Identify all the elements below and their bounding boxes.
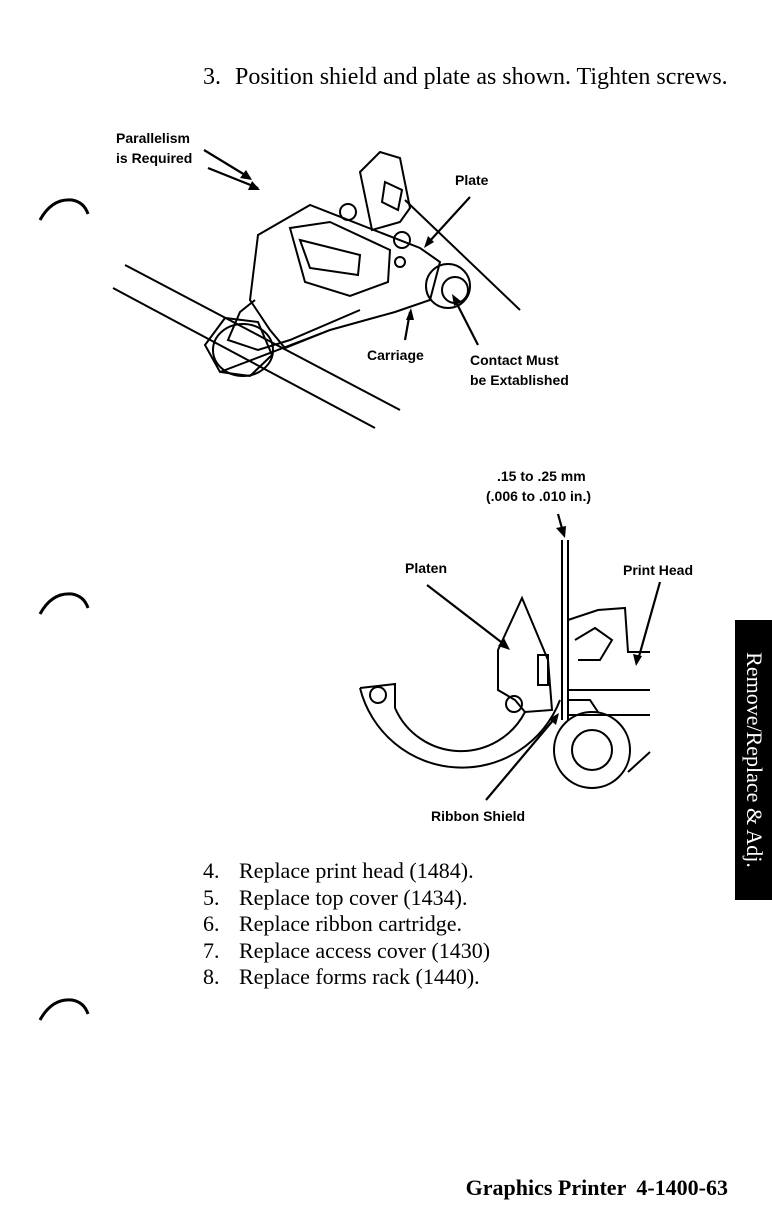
platen-label: Platen	[405, 560, 448, 576]
binder-hole-mark	[38, 998, 90, 1021]
list-item: 6.Replace ribbon cartridge.	[203, 911, 462, 936]
contact-label-line1: Contact Must	[470, 352, 559, 368]
section-side-tab: Remove/Replace & Adj.	[735, 620, 772, 900]
side-tab-label: Remove/Replace & Adj.	[741, 652, 767, 868]
step-text: Position shield and plate as shown. Tigh…	[235, 64, 728, 90]
list-item: 8.Replace forms rack (1440).	[203, 964, 480, 989]
gap-spec-mm: .15 to .25 mm	[497, 468, 586, 484]
page-number: 4-1400-63	[636, 1175, 728, 1200]
step-3-instruction: 3. Position shield and plate as shown. Ti…	[203, 64, 728, 91]
remaining-steps-list: 4.Replace print head (1484). 5.Replace t…	[203, 858, 490, 991]
gap-spec-in: (.006 to .010 in.)	[486, 488, 592, 504]
print-head-label: Print Head	[623, 562, 694, 578]
step-number: 3.	[203, 64, 221, 90]
ribbon-shield-label: Ribbon Shield	[431, 808, 526, 824]
page-footer: Graphics Printer 4-1400-63	[466, 1175, 728, 1201]
list-item: 7.Replace access cover (1430)	[203, 937, 491, 963]
carriage-label: Carriage	[367, 347, 424, 363]
plate-label: Plate	[455, 172, 489, 188]
parallelism-label-line2: is Required	[116, 150, 193, 166]
list-item: 4.Replace print head (1484).	[203, 858, 474, 883]
footer-title: Graphics Printer	[465, 1175, 627, 1200]
binder-hole-mark	[38, 198, 90, 221]
list-item: 5.Replace top cover (1434).	[203, 884, 468, 910]
parallelism-label-line1: Parallelism	[116, 130, 190, 146]
contact-label-line2: be Extablished	[470, 372, 569, 388]
binder-hole-mark	[38, 592, 90, 615]
